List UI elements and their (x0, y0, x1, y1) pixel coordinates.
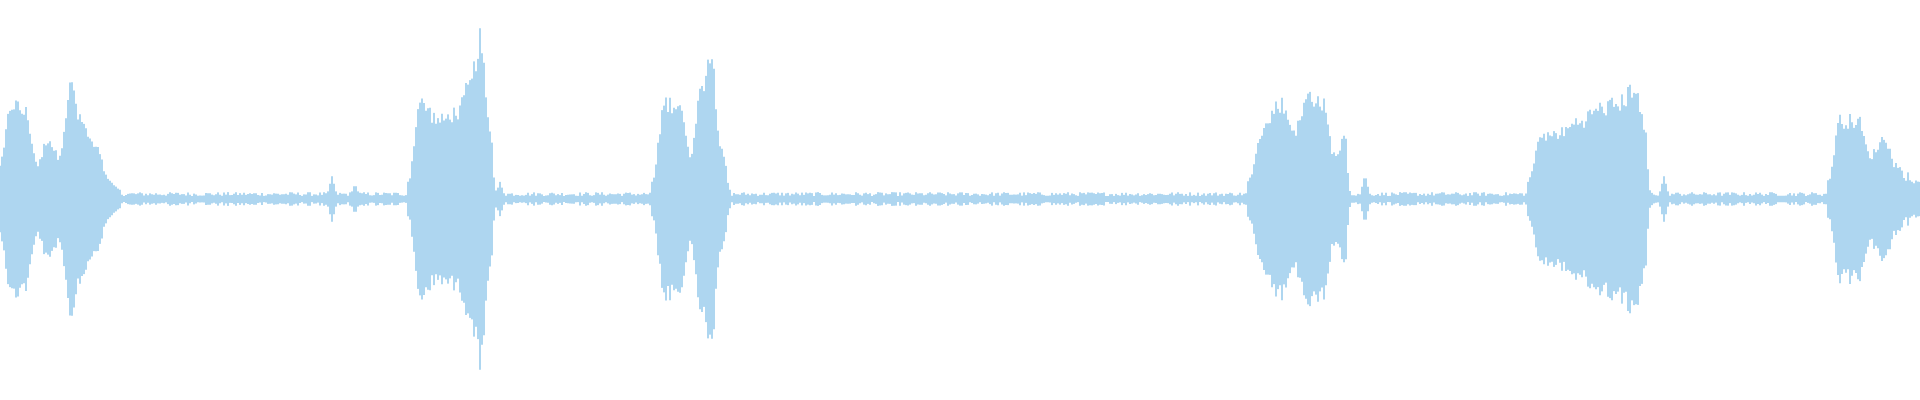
waveform-signal (0, 28, 1920, 370)
